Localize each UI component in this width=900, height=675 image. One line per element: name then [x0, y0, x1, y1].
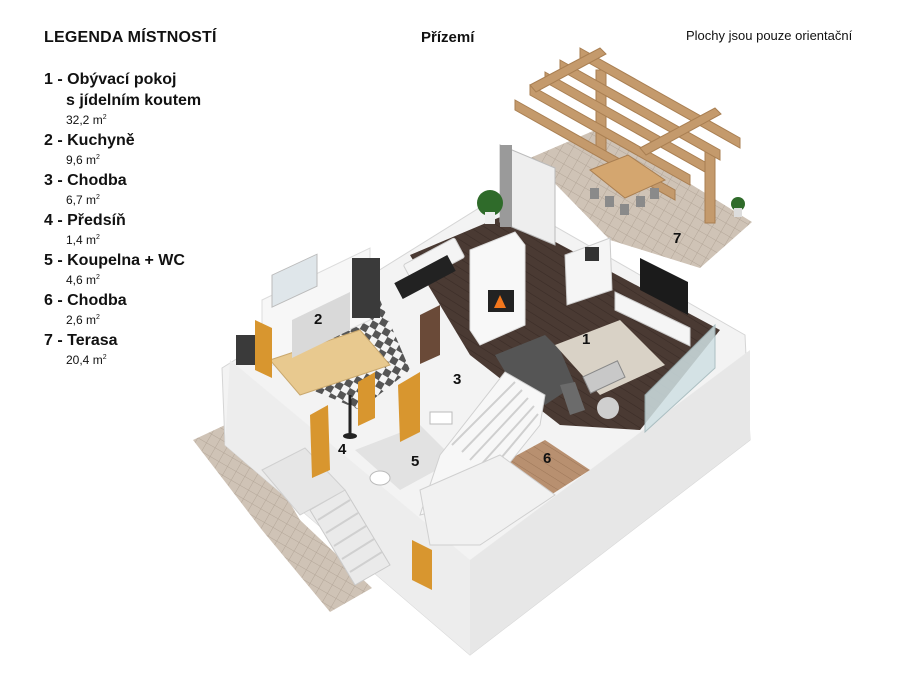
fireplace-column [469, 231, 526, 346]
legend-item-4: 4 - Předsíň 1,4 m2 [44, 210, 274, 247]
legend-item-1: 1 - Obývací pokoj s jídelním koutem 32,2… [44, 69, 274, 127]
plant-terrace [731, 197, 745, 211]
door-front [412, 540, 432, 590]
room-label-5: 5 [411, 453, 419, 470]
sofa-cushion [560, 382, 585, 415]
room-7-name: 7 - Terasa [44, 332, 118, 349]
rug [555, 320, 665, 395]
plant-pot-living [485, 212, 495, 224]
legend-item-7: 7 - Terasa 20,4 m2 [44, 330, 274, 367]
room-5-area: 4,6 m2 [66, 273, 100, 287]
tv [640, 258, 688, 315]
legend-item-3: 3 - Chodba 6,7 m2 [44, 170, 274, 207]
entrance-paving [193, 418, 372, 612]
room-7-area: 20,4 m2 [66, 353, 107, 367]
legend-item-5: 5 - Koupelna + WC 4,6 m2 [44, 250, 274, 287]
room-2-name: 2 - Kuchyně [44, 132, 135, 149]
entrance-landing [261, 447, 346, 516]
curtain [500, 145, 512, 227]
legend-item-6: 6 - Chodba 2,6 m2 [44, 290, 274, 327]
door-office [420, 305, 440, 364]
room-label-6: 6 [543, 450, 551, 467]
legend-item-2: 2 - Kuchyně 9,6 m2 [44, 130, 274, 167]
monitor [585, 247, 599, 261]
plant-pot-terrace [734, 208, 742, 217]
room-4-area: 1,4 m2 [66, 233, 100, 247]
toilet [369, 470, 391, 486]
bathroom-floor [355, 425, 455, 490]
room-label-2: 2 [314, 311, 322, 328]
kitchen-counter [269, 329, 391, 396]
room-4-name: 4 - Předsíň [44, 212, 126, 229]
entrance-steps [317, 499, 383, 573]
stair-steps [451, 381, 539, 477]
terrace-chairs [590, 188, 659, 215]
room-1-name-cont: s jídelním koutem [66, 92, 202, 109]
room-label-1: 1 [582, 331, 590, 348]
room-3-area: 6,7 m2 [66, 193, 100, 207]
floor-title: Přízemí [421, 29, 475, 46]
kitchen-window [271, 253, 318, 308]
door-hall [398, 372, 420, 442]
tv-stand [614, 291, 691, 347]
room-2-area: 9,6 m2 [66, 153, 100, 167]
washbasin [429, 411, 453, 425]
legend-title: LEGENDA MÍSTNOSTÍ [44, 29, 217, 46]
room-6-area: 2,6 m2 [66, 313, 100, 327]
room-label-7: 7 [673, 230, 681, 247]
dining-bench [394, 254, 456, 300]
room-3-name: 3 - Chodba [44, 172, 127, 189]
door-vestibule [310, 405, 330, 478]
door-entry [358, 372, 375, 426]
desk [564, 237, 613, 306]
building-right-face [470, 350, 750, 655]
plant-living [477, 190, 503, 216]
room-1-name: 1 - Obývací pokoj [44, 71, 177, 88]
room-1-area: 32,2 m2 [66, 113, 107, 127]
door-kitchen [255, 320, 272, 378]
glass-railing [644, 323, 716, 434]
sofa [495, 335, 575, 405]
fire-flame [494, 295, 506, 308]
room-6-name: 6 - Chodba [44, 292, 127, 309]
room-label-4: 4 [338, 441, 347, 458]
fridge [352, 258, 380, 318]
area-disclaimer: Plochy jsou pouze orientační [686, 28, 853, 43]
room-legend: LEGENDA MÍSTNOSTÍ 1 - Obývací pokoj s jí… [44, 29, 274, 370]
room-5-name: 5 - Koupelna + WC [44, 252, 185, 269]
armchair [597, 397, 619, 419]
coat-stand-base [343, 433, 357, 439]
coffee-table [582, 360, 626, 394]
room-label-3: 3 [453, 371, 461, 388]
lower-staircase [419, 454, 556, 546]
terrace-table [589, 154, 667, 199]
kitchen-cabinets [292, 292, 350, 358]
